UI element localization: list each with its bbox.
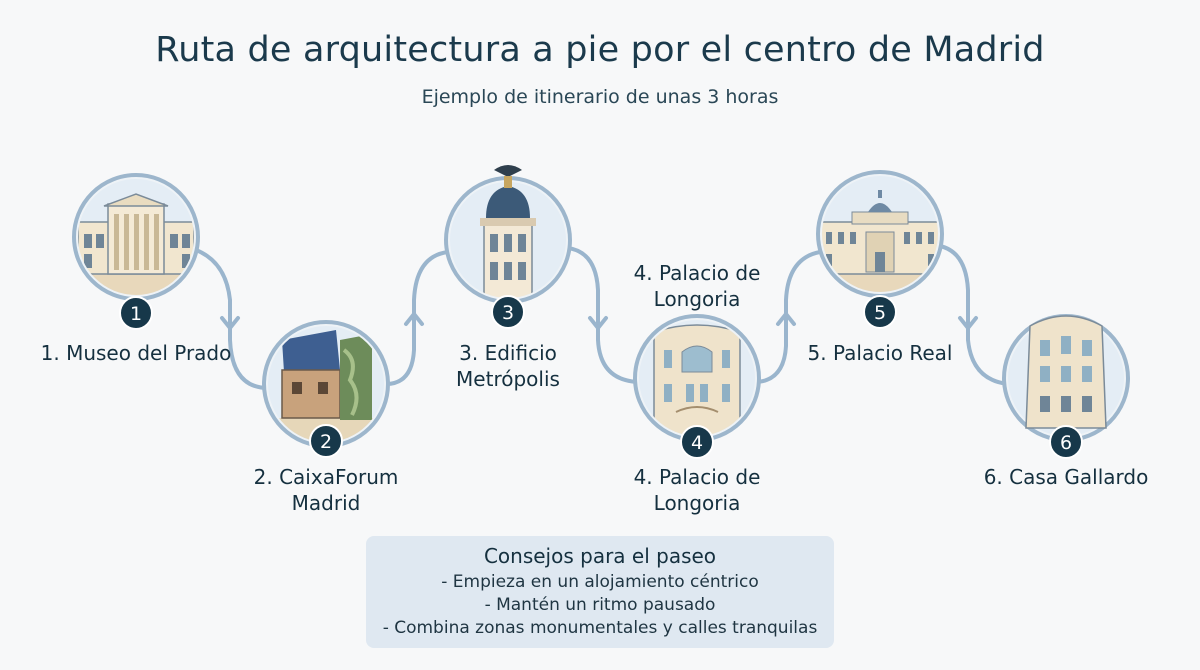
badge-2 — [309, 424, 343, 458]
badge-1-number: 1 — [130, 303, 142, 325]
badge-4 — [680, 425, 714, 459]
stop-1-label: 1. Museo del Prado — [40, 341, 232, 365]
connector-2-3 — [384, 250, 450, 386]
connector-4-5 — [755, 250, 822, 384]
badge-4-number: 4 — [691, 432, 703, 454]
tips-box: Consejos para el paseo - Empieza en un a… — [366, 536, 834, 648]
arrow-down-icon — [588, 316, 608, 330]
stop-4-label: 4. Palacio de Longoria — [633, 465, 761, 515]
stop-2-label: 2. CaixaForum Madrid — [253, 465, 399, 515]
stop-6-medallion — [1002, 314, 1130, 442]
edificio-metropolis-illustration — [450, 165, 566, 298]
palacio-de-longoria-illustration — [639, 320, 755, 436]
connector-3-4 — [566, 246, 640, 384]
number-badges: 1 2 3 4 5 6 — [119, 295, 1083, 459]
arrow-down-icon — [220, 316, 240, 330]
stop-3-label: 3. Edificio Metrópolis — [456, 341, 560, 391]
route-arrows — [220, 312, 978, 330]
page-subtitle: Ejemplo de itinerario de unas 3 horas — [421, 86, 779, 108]
stop-6-label: 6. Casa Gallardo — [983, 465, 1149, 489]
stop-5-medallion — [816, 170, 944, 298]
badge-1 — [119, 296, 153, 330]
arrow-up-icon — [776, 312, 796, 326]
route-connectors — [194, 244, 1010, 390]
stop-4-label-top: 4. Palacio de Longoria — [633, 261, 761, 311]
badge-5 — [863, 295, 897, 329]
stop-4-medallion — [633, 314, 761, 442]
badge-6-number: 6 — [1060, 432, 1072, 454]
badge-3 — [491, 295, 525, 329]
stop-3-medallion — [444, 165, 572, 304]
casa-gallardo-illustration — [1008, 315, 1124, 436]
connector-1-2 — [194, 248, 270, 390]
tips-item-3: - Combina zonas monumentales y calles tr… — [382, 618, 818, 638]
badge-2-number: 2 — [320, 431, 332, 453]
tips-title: Consejos para el paseo — [483, 544, 717, 568]
connector-5-6 — [938, 244, 1010, 386]
stop-1-medallion — [72, 173, 200, 301]
badge-5-number: 5 — [874, 302, 886, 324]
tips-item-2: - Mantén un ritmo pausado — [484, 595, 716, 615]
arrow-down-icon — [958, 316, 978, 330]
tips-item-1: - Empieza en un alojamiento céntrico — [441, 572, 759, 592]
badge-6 — [1049, 425, 1083, 459]
badge-3-number: 3 — [502, 302, 514, 324]
arrow-up-icon — [404, 312, 424, 326]
page-title: Ruta de arquitectura a pie por el centro… — [155, 30, 1045, 70]
stop-5-label: 5. Palacio Real — [807, 341, 953, 365]
